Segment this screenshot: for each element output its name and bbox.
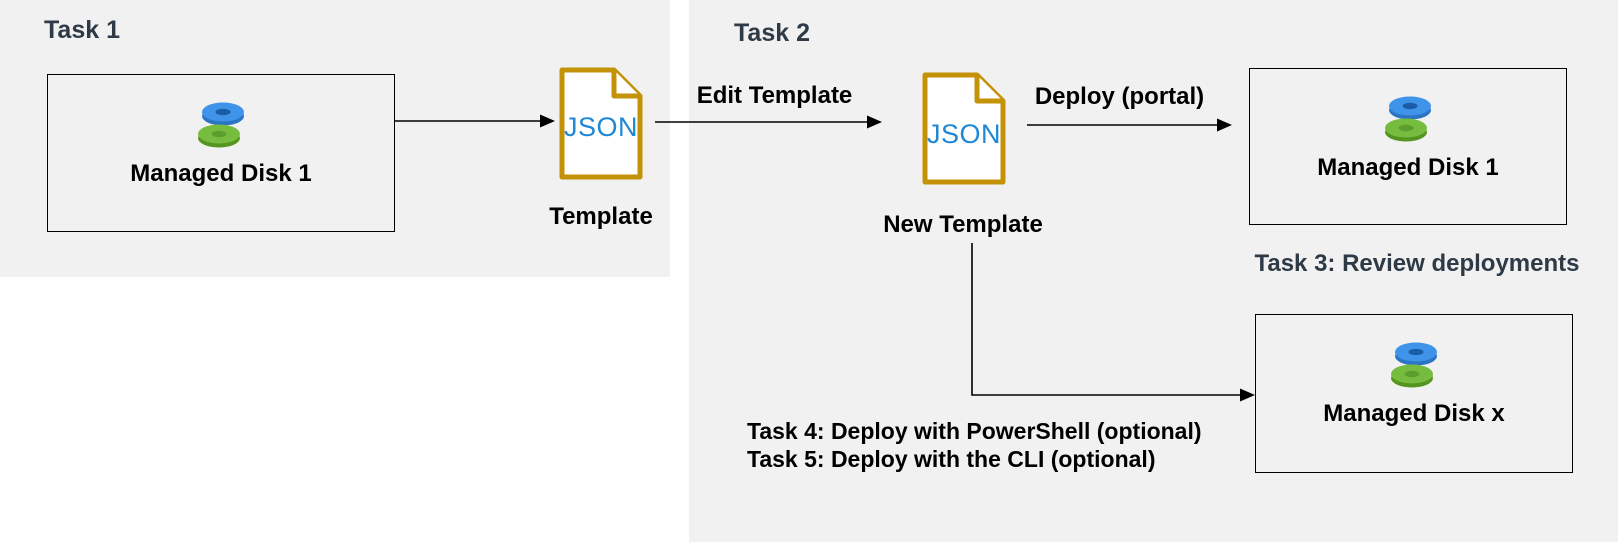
json-file-text: JSON [564, 112, 638, 142]
managed-disk-1-deployed-box: Managed Disk 1 [1249, 68, 1567, 225]
new-template-label: New Template [883, 211, 1043, 238]
task45-captions: Task 4: Deploy with PowerShell (optional… [747, 417, 1202, 473]
task1-panel [0, 0, 670, 277]
json-file-text: JSON [927, 119, 1001, 149]
node-label: Managed Disk 1 [1317, 154, 1499, 181]
node-label: Managed Disk x [1323, 400, 1505, 427]
task1-heading: Task 1 [44, 16, 120, 44]
managed-disk-icon [198, 102, 244, 148]
task2-heading: Task 2 [734, 19, 810, 47]
json-file-icon: JSON [559, 67, 643, 180]
task3-caption: Task 3: Review deployments [1254, 250, 1580, 277]
edit-template-label: Edit Template [696, 82, 853, 109]
task4-caption: Task 4: Deploy with PowerShell (optional… [747, 418, 1202, 444]
json-file-icon: JSON [922, 72, 1006, 185]
managed-disk-icon [1385, 96, 1431, 142]
task5-caption: Task 5: Deploy with the CLI (optional) [747, 446, 1156, 472]
template-label: Template [549, 203, 653, 230]
new-template-file: JSON [920, 70, 1008, 187]
managed-disk-icon [1391, 342, 1437, 388]
node-label: Managed Disk 1 [130, 160, 312, 187]
managed-disk-x-box: Managed Disk x [1255, 314, 1573, 473]
managed-disk-1-source-box: Managed Disk 1 [47, 74, 395, 232]
template-file: JSON [557, 65, 645, 182]
deploy-portal-label: Deploy (portal) [1034, 83, 1205, 110]
